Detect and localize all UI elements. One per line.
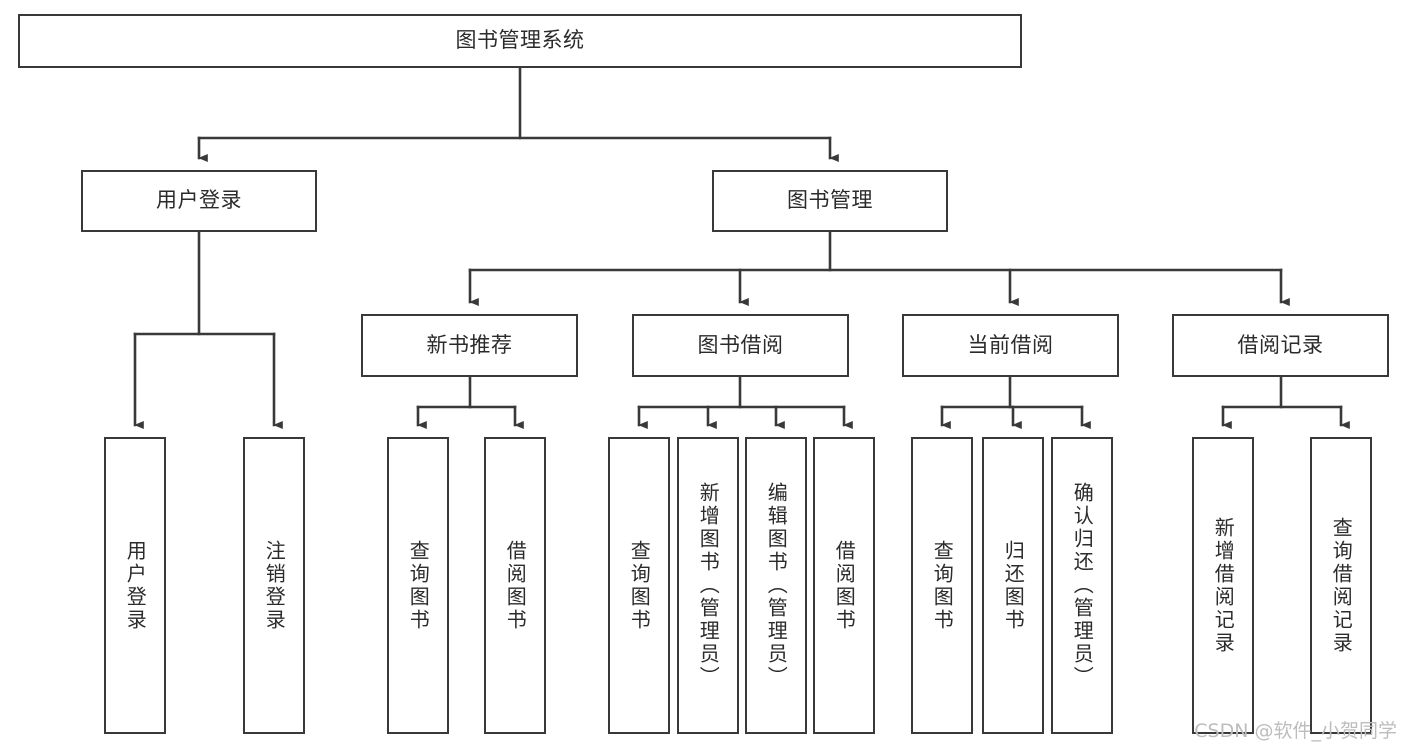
node-leaf-cur-return[interactable]: 归还图书 — [982, 437, 1044, 734]
node-user-login[interactable]: 用户登录 — [81, 170, 317, 232]
node-leaf-borrow-add[interactable]: 新增图书（管理员） — [677, 437, 739, 734]
node-leaf-rec-add[interactable]: 新增借阅记录 — [1192, 437, 1254, 734]
node-root-label: 图书管理系统 — [455, 28, 585, 53]
node-leaf-user-login[interactable]: 用户登录 — [104, 437, 166, 734]
node-leaf-borrow-lend[interactable]: 借阅图书 — [813, 437, 875, 734]
node-leaf-rec-borrow-label: 借阅图书 — [503, 539, 528, 632]
node-leaf-user-logout-label: 注销登录 — [262, 539, 287, 632]
node-leaf-rec-query-label: 查询图书 — [406, 539, 431, 632]
node-leaf-rec-borrow[interactable]: 借阅图书 — [484, 437, 546, 734]
node-borrow-record-label: 借阅记录 — [1237, 332, 1324, 357]
node-book-borrow[interactable]: 图书借阅 — [632, 314, 849, 377]
node-leaf-cur-return-label: 归还图书 — [1001, 539, 1026, 632]
node-leaf-rec-query[interactable]: 查询图书 — [387, 437, 449, 734]
node-leaf-cur-confirm[interactable]: 确认归还（管理员） — [1051, 437, 1113, 734]
node-leaf-rec-search-label: 查询借阅记录 — [1329, 516, 1354, 655]
node-leaf-borrow-lend-label: 借阅图书 — [832, 539, 857, 632]
node-leaf-rec-add-label: 新增借阅记录 — [1211, 516, 1236, 655]
node-leaf-borrow-add-label: 新增图书（管理员） — [696, 482, 721, 689]
node-leaf-borrow-query-label: 查询图书 — [627, 539, 652, 632]
node-leaf-rec-search[interactable]: 查询借阅记录 — [1310, 437, 1372, 734]
watermark: CSDN @软件_小贺同学 — [1194, 720, 1397, 742]
node-leaf-user-login-label: 用户登录 — [123, 539, 148, 632]
node-current-borrow[interactable]: 当前借阅 — [902, 314, 1119, 377]
node-leaf-borrow-query[interactable]: 查询图书 — [608, 437, 670, 734]
node-book-borrow-label: 图书借阅 — [697, 332, 784, 357]
node-root[interactable]: 图书管理系统 — [18, 14, 1022, 68]
node-borrow-record[interactable]: 借阅记录 — [1172, 314, 1389, 377]
node-user-login-label: 用户登录 — [156, 188, 242, 213]
node-leaf-borrow-edit-label: 编辑图书（管理员） — [764, 482, 789, 689]
node-new-book-rec[interactable]: 新书推荐 — [361, 314, 578, 377]
node-new-book-rec-label: 新书推荐 — [426, 332, 513, 357]
node-leaf-cur-query-label: 查询图书 — [930, 539, 955, 632]
node-book-manage-label: 图书管理 — [787, 188, 873, 213]
node-current-borrow-label: 当前借阅 — [967, 332, 1054, 357]
node-leaf-cur-query[interactable]: 查询图书 — [911, 437, 973, 734]
node-book-manage[interactable]: 图书管理 — [712, 170, 948, 232]
node-leaf-borrow-edit[interactable]: 编辑图书（管理员） — [745, 437, 807, 734]
node-leaf-user-logout[interactable]: 注销登录 — [243, 437, 305, 734]
node-leaf-cur-confirm-label: 确认归还（管理员） — [1070, 482, 1095, 689]
